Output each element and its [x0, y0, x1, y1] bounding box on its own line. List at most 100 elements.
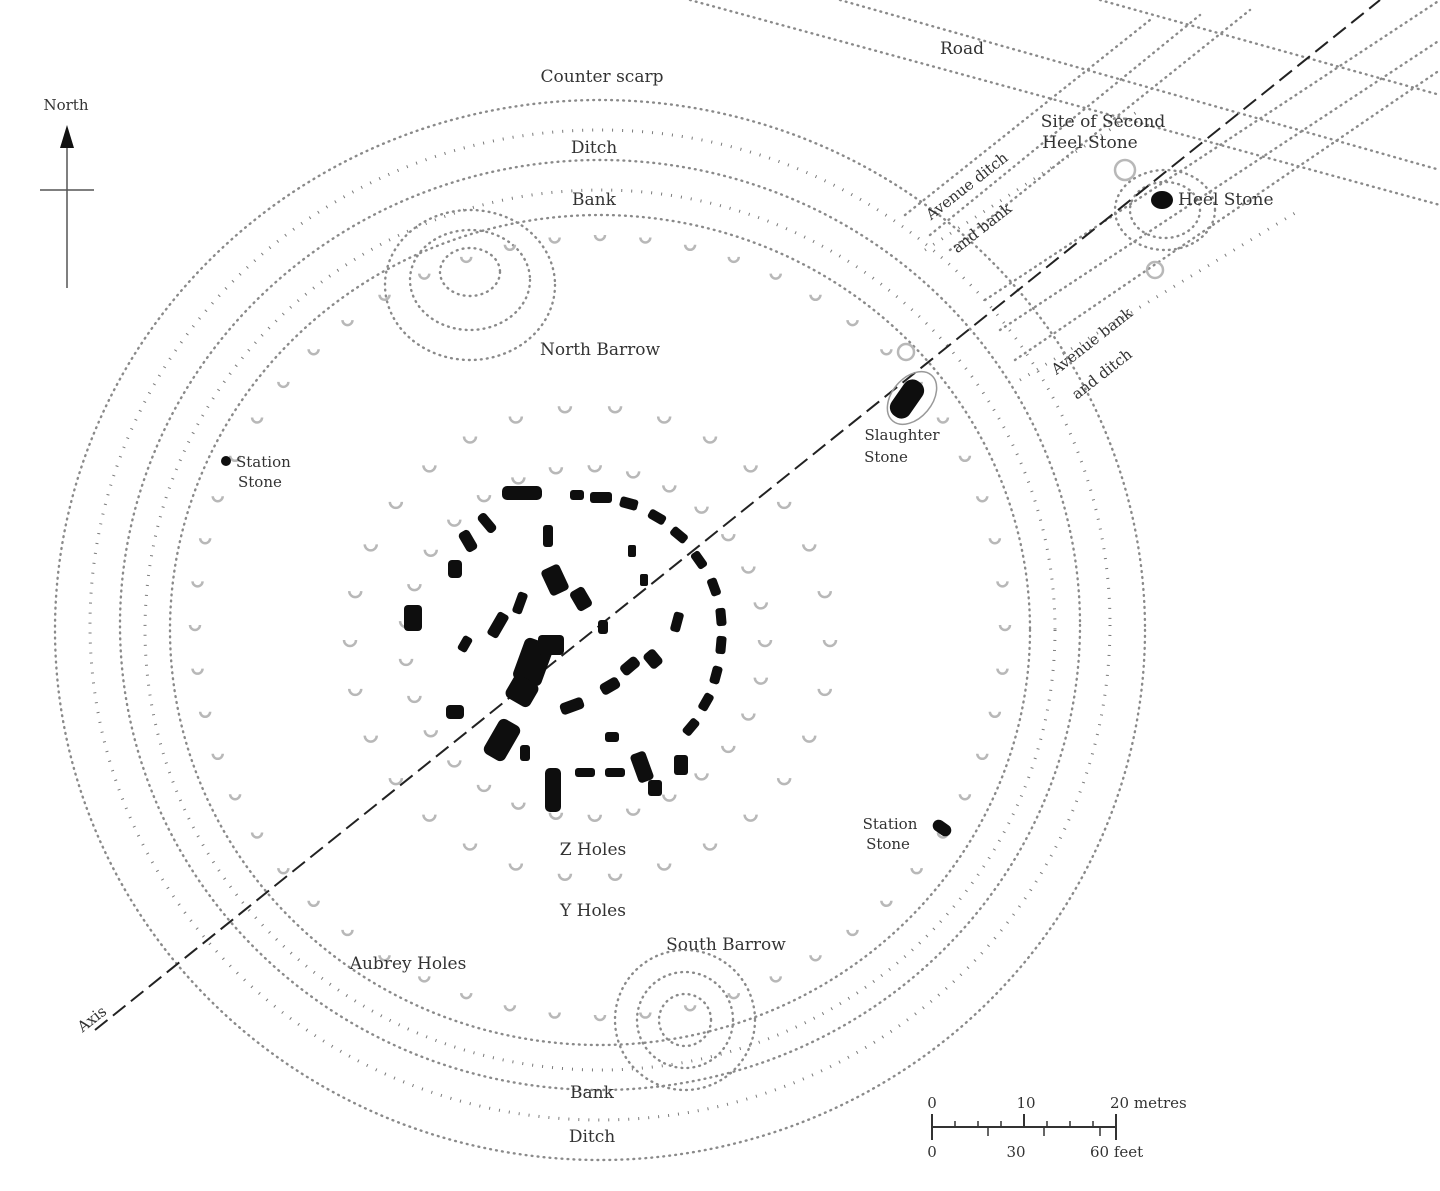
aubrey-hole	[211, 495, 224, 503]
y-hole	[743, 465, 758, 473]
z-hole	[753, 602, 769, 610]
z-hole	[407, 695, 422, 704]
aubrey-hole	[958, 794, 972, 801]
aubrey-hole	[307, 349, 320, 356]
scale-m-20: 20 metres	[1110, 1094, 1187, 1112]
outer-ditch-ring	[88, 128, 1112, 1122]
aubrey-hole	[639, 1012, 652, 1019]
aubrey-hole	[418, 976, 431, 983]
z-hole	[398, 658, 414, 667]
y-hole	[347, 590, 363, 599]
aubrey-hole	[198, 711, 212, 718]
y-hole	[607, 873, 623, 881]
scale-ft-60: 60 feet	[1090, 1143, 1143, 1161]
z-hole	[476, 784, 492, 793]
aubrey-hole	[503, 1005, 517, 1012]
y-hole	[822, 639, 838, 648]
north-label: North	[43, 96, 88, 114]
aubrey-hole	[639, 237, 652, 244]
z-hole	[511, 477, 526, 485]
y-hole	[363, 544, 378, 552]
scale-ft-30: 30	[1006, 1143, 1025, 1161]
aubrey-hole	[683, 244, 697, 251]
y-hole	[656, 863, 672, 871]
y-hole	[702, 843, 718, 851]
aubrey-hole	[548, 237, 561, 244]
aubrey-hole	[459, 256, 473, 264]
y-hole	[347, 688, 363, 697]
labels: Road Counter scarp Ditch Bank North Barr…	[73, 39, 1273, 1147]
y-holes	[342, 406, 838, 881]
site-second-heel-label-1: Site of Second	[1041, 112, 1166, 132]
sarsen-circle	[404, 486, 727, 812]
y-hole	[462, 843, 478, 851]
station-stone-se-label-2: Stone	[866, 835, 910, 853]
station-stone-nw-label-1: Station	[236, 453, 291, 471]
y-hole	[802, 735, 817, 743]
scale-ft-0: 0	[927, 1143, 937, 1161]
y-hole	[776, 777, 792, 786]
inner-ditch-ring	[143, 188, 1057, 1072]
z-hole	[721, 533, 736, 542]
aubrey-hole	[277, 867, 290, 875]
aubrey-hole	[198, 538, 212, 545]
z-hole	[447, 519, 462, 527]
z-hole	[721, 745, 736, 754]
heel-stone-ditch	[1113, 158, 1217, 280]
aubrey-hole	[988, 538, 1002, 545]
aubrey-hole	[593, 1014, 607, 1022]
aubrey-hole	[191, 668, 204, 675]
inner-bank-ring	[168, 213, 1032, 1047]
z-hole	[548, 467, 564, 475]
z-hole	[694, 506, 709, 514]
aubrey-hole	[976, 495, 989, 503]
y-hole	[743, 814, 758, 822]
axis-line	[94, 0, 1381, 1031]
aubrey-hole	[988, 711, 1002, 718]
z-holes-label: Z Holes	[560, 840, 627, 860]
z-hole	[757, 639, 773, 648]
y-hole	[508, 863, 524, 871]
counterscarp-ring	[53, 98, 1147, 1162]
site-second-heel-label-2: Heel Stone	[1042, 133, 1138, 153]
aubrey-hole	[936, 417, 950, 424]
z-hole	[625, 471, 641, 479]
aubrey-hole	[548, 1012, 561, 1019]
heel-stone-label: Heel Stone	[1178, 190, 1274, 210]
z-hole	[741, 713, 756, 721]
z-hole	[407, 583, 422, 592]
north-arrow: North	[40, 96, 94, 288]
north-barrow-label: North Barrow	[540, 340, 661, 360]
y-hole	[776, 501, 792, 510]
axis-label: Axis	[73, 1002, 110, 1036]
aubrey-hole	[378, 294, 391, 301]
aubrey-hole	[976, 753, 989, 760]
road-label: Road	[940, 39, 984, 59]
y-hole	[557, 406, 573, 414]
z-hole	[423, 549, 439, 558]
bank-label-bottom: Bank	[570, 1083, 615, 1103]
scale-m-0: 0	[927, 1094, 937, 1112]
aubrey-hole	[880, 349, 893, 356]
aubrey-hole	[228, 794, 242, 801]
y-hole	[557, 873, 573, 881]
z-hole	[587, 814, 602, 822]
aubrey-hole	[683, 1005, 697, 1012]
aubrey-hole	[958, 455, 972, 462]
z-hole	[741, 566, 756, 574]
aubrey-hole	[880, 900, 893, 907]
aubrey-hole	[846, 319, 859, 327]
y-hole	[422, 465, 437, 473]
y-hole	[802, 544, 817, 552]
bank-label-top: Bank	[572, 190, 617, 210]
slaughter-stone-label-2: Stone	[864, 448, 908, 466]
aubrey-hole	[191, 581, 204, 588]
station-stone-se-label-1: Station	[863, 815, 918, 833]
y-hole	[607, 406, 623, 414]
aubrey-hole	[188, 624, 202, 632]
aubrey-hole	[277, 381, 290, 389]
slaughter-stone	[886, 342, 938, 426]
z-hole	[423, 730, 439, 738]
aubrey-hole	[769, 273, 782, 280]
